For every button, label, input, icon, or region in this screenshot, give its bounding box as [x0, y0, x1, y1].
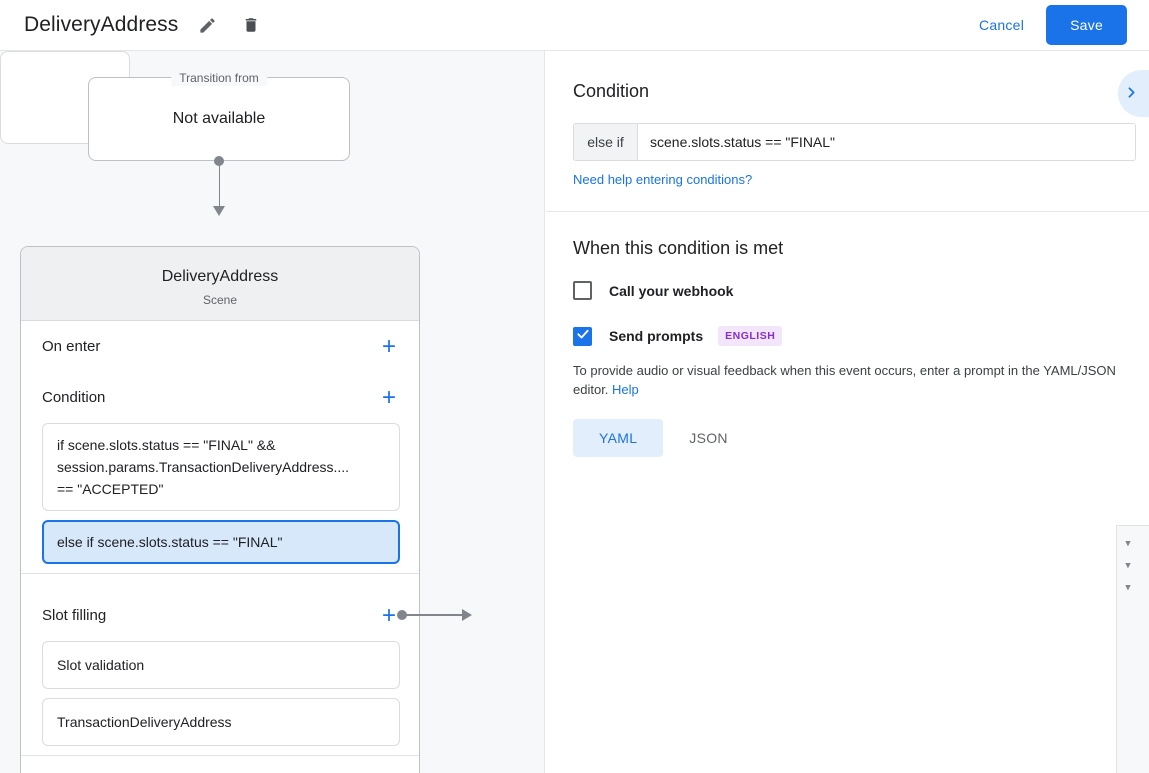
- condition-list-item-selected[interactable]: else if scene.slots.status == "FINAL": [42, 520, 400, 564]
- detail-condition-section: Condition else if Need help entering con…: [546, 51, 1149, 212]
- fold-spacer: [1117, 599, 1139, 621]
- connector-dot-condition: [397, 610, 407, 620]
- delete-button[interactable]: [236, 10, 266, 40]
- editor-line-number: 4: [1139, 599, 1149, 621]
- app-bar: DeliveryAddress Cancel Save: [0, 0, 1149, 51]
- editor-line-number: 2: [1139, 555, 1149, 577]
- collapse-panel-button[interactable]: [1118, 70, 1149, 117]
- call-webhook-row[interactable]: Call your webhook: [573, 281, 1149, 300]
- connector-arrowhead-right: [462, 609, 472, 621]
- transition-from-node[interactable]: Transition from Not available: [88, 70, 350, 161]
- section-condition: Condition + if scene.slots.status == "FI…: [21, 372, 419, 574]
- prompts-description-text: To provide audio or visual feedback when…: [573, 363, 1116, 397]
- fold-spacer: [1117, 621, 1139, 643]
- section-slot-filling-header: Slot filling +: [21, 590, 419, 641]
- pencil-icon: [198, 16, 217, 35]
- section-slot-filling-title: Slot filling: [42, 607, 107, 624]
- graph-canvas[interactable]: Transition from Not available Transition…: [0, 51, 545, 773]
- transition-to-name: DeliveryAddress: [161, 268, 279, 285]
- connector-line-horizontal: [404, 614, 464, 616]
- language-badge: ENGLISH: [718, 326, 783, 346]
- condition-list-item-text: if scene.slots.status == "FINAL" && sess…: [57, 437, 350, 497]
- condition-list-item[interactable]: if scene.slots.status == "FINAL" && sess…: [42, 423, 400, 511]
- condition-section-spacer: [546, 189, 1149, 211]
- section-condition-title: Condition: [42, 389, 106, 406]
- call-webhook-checkbox[interactable]: [573, 281, 592, 300]
- condition-list-item-text: else if scene.slots.status == "FINAL": [57, 534, 283, 550]
- call-webhook-label: Call your webhook: [609, 282, 734, 299]
- transition-to-header: [21, 247, 419, 321]
- transition-from-legend: Transition from: [171, 70, 267, 86]
- connector-arrowhead-down: [213, 206, 225, 216]
- detail-panel: Condition else if Need help entering con…: [546, 51, 1149, 773]
- slot-filling-item-text: TransactionDeliveryAddress: [57, 714, 232, 730]
- slot-filling-list-item[interactable]: TransactionDeliveryAddress: [42, 698, 400, 746]
- fold-toggle-icon[interactable]: ▼: [1125, 583, 1131, 593]
- add-on-enter-button[interactable]: +: [377, 334, 401, 359]
- prompts-description: To provide audio or visual feedback when…: [573, 361, 1122, 399]
- editor-line-numbers: 12345: [1139, 526, 1149, 773]
- cancel-button[interactable]: Cancel: [967, 8, 1036, 42]
- page-title: DeliveryAddress: [24, 13, 179, 36]
- transition-to-node[interactable]: Transition to DeliveryAddress Scene On e…: [20, 246, 420, 773]
- editor-line-number: 1: [1139, 533, 1149, 555]
- condition-help-link[interactable]: Need help entering conditions?: [573, 172, 753, 187]
- fold-toggle-icon[interactable]: ▼: [1125, 561, 1131, 571]
- yaml-editor[interactable]: ▼▼▼ 12345 candidates: - first_simple: va…: [1116, 525, 1149, 773]
- condition-operator: else if: [574, 124, 638, 160]
- editor-line-number: 5: [1139, 621, 1149, 643]
- trash-icon: [242, 16, 260, 34]
- send-prompts-checkbox[interactable]: [573, 326, 592, 346]
- prompts-help-link[interactable]: Help: [612, 382, 639, 397]
- section-condition-header: Condition +: [21, 372, 419, 423]
- editor-line-number: 3: [1139, 577, 1149, 599]
- slot-filling-list-item[interactable]: Slot validation: [42, 641, 400, 689]
- section-on-enter: On enter +: [21, 321, 419, 373]
- save-button[interactable]: Save: [1046, 5, 1127, 45]
- detail-condition-heading: Condition: [573, 81, 650, 101]
- section-slot-filling: Slot filling + Slot validation Transacti…: [21, 590, 419, 756]
- transition-to-subtitle: Scene: [202, 293, 238, 307]
- send-prompts-row[interactable]: Send prompts ENGLISH: [573, 326, 1149, 346]
- when-condition-heading: When this condition is met: [573, 238, 784, 258]
- connector-line-vertical: [218, 161, 220, 209]
- editor-fold-column[interactable]: ▼ ▼ ▼: [1117, 526, 1139, 773]
- add-condition-button[interactable]: +: [377, 385, 401, 410]
- slot-filling-item-text: Slot validation: [57, 657, 145, 673]
- fold-toggle-icon[interactable]: ▼: [1125, 539, 1131, 549]
- checkmark-icon: [576, 327, 590, 346]
- editor-format-tabs: YAML JSON: [573, 419, 1149, 457]
- transition-from-name: Not available: [172, 110, 266, 127]
- section-on-enter-title: On enter: [42, 338, 101, 355]
- section-on-enter-header: On enter +: [21, 321, 419, 372]
- condition-input-row[interactable]: else if: [573, 123, 1136, 161]
- tab-yaml[interactable]: YAML: [573, 419, 664, 457]
- detail-when-section: When this condition is met Call your web…: [546, 212, 1149, 457]
- tab-json[interactable]: JSON: [663, 419, 754, 457]
- edit-name-button[interactable]: [192, 10, 222, 40]
- condition-expression-input[interactable]: [638, 124, 1135, 160]
- send-prompts-label: Send prompts: [609, 328, 704, 344]
- chevron-right-icon: [1123, 84, 1140, 104]
- add-slot-filling-button[interactable]: +: [377, 603, 401, 628]
